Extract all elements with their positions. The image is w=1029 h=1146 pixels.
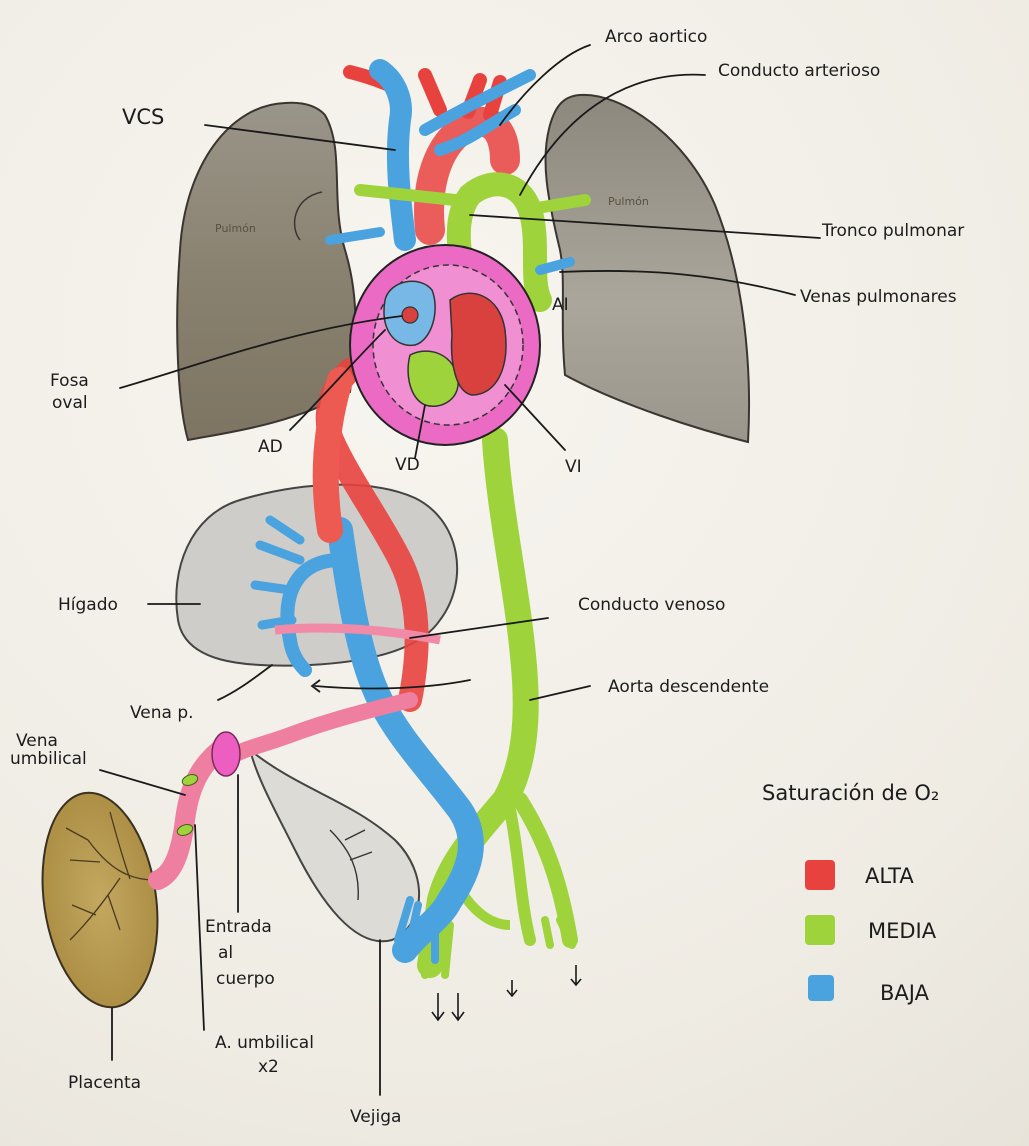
label-arco-aortico: Arco aortico (605, 27, 707, 47)
entrada-al-cuerpo-node (212, 732, 240, 776)
label-vcs: VCS (122, 105, 164, 129)
label-vena-umbilical-2: umbilical (10, 749, 87, 769)
legend-label-media: MEDIA (868, 919, 937, 943)
legend-label-alta: ALTA (865, 864, 914, 888)
label-conducto-arterioso: Conducto arterioso (718, 61, 880, 81)
legend-swatch-alta (805, 860, 835, 890)
label-tronco-pulmonar: Tronco pulmonar (821, 221, 964, 241)
ivc-upper-red (326, 380, 340, 530)
label-placenta: Placenta (68, 1073, 141, 1093)
leader-vi (505, 385, 565, 450)
label-entrada-2: al (218, 943, 233, 963)
flow-arrow-horizontal (315, 680, 470, 688)
label-conducto-venoso: Conducto venoso (578, 595, 725, 615)
leader-a-umbilical (195, 825, 204, 1030)
right-lung (545, 95, 749, 442)
iliac-branch-mid (510, 810, 530, 940)
leader-vena-p (218, 665, 272, 700)
right-lung-label: Pulmón (608, 195, 649, 208)
label-venas-pulmonares: Venas pulmonares (800, 287, 957, 307)
ventriculo-izquierdo (450, 293, 506, 395)
vena-umbilical-vessel (225, 700, 410, 765)
bladder (250, 750, 419, 941)
placenta (30, 785, 171, 1014)
label-vejiga: Vejiga (350, 1107, 401, 1127)
leader-aorta (530, 686, 590, 700)
label-ai: AI (552, 295, 569, 315)
label-vd: VD (395, 455, 420, 475)
down-arrows-icon (432, 965, 581, 1020)
label-fosa: Fosa (50, 371, 89, 391)
label-ad: AD (258, 437, 283, 457)
legend-swatch-baja (808, 975, 834, 1001)
legend-swatch-media (805, 915, 835, 945)
label-entrada-3: cuerpo (216, 969, 275, 989)
foramen-ovale-icon (402, 307, 418, 323)
leader-vena-umbilical (100, 770, 185, 795)
label-vena-p: Vena p. (130, 703, 194, 723)
label-aorta-descendente: Aorta descendente (608, 677, 769, 697)
label-a-umbilical-1: A. umbilical (215, 1033, 314, 1053)
legend-label-baja: BAJA (880, 981, 930, 1005)
label-higado: Hígado (58, 595, 118, 615)
legend-title: Saturación de O₂ (762, 781, 939, 805)
label-entrada-1: Entrada (205, 917, 272, 937)
label-oval: oval (52, 393, 88, 413)
label-vi: VI (565, 457, 582, 477)
label-vena-umbilical-1: Vena (16, 731, 58, 751)
legend: Saturación de O₂ ALTA MEDIA BAJA (762, 781, 939, 1005)
left-lung-label: Pulmón (215, 222, 256, 235)
vcs-vessel (380, 70, 405, 240)
label-a-umbilical-2: x2 (258, 1057, 279, 1077)
